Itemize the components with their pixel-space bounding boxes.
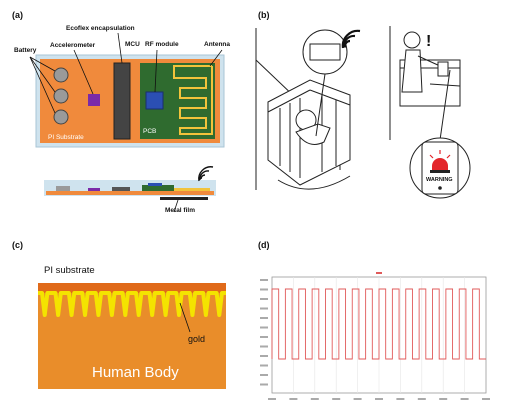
y-tick-label	[260, 288, 268, 291]
y-tick-label	[260, 383, 268, 386]
battery-cell	[53, 67, 69, 83]
x-tick-label	[460, 398, 469, 400]
panel-c-label: (c)	[12, 240, 23, 250]
y-tick-label	[260, 364, 268, 367]
alert-exclamation: !	[426, 33, 431, 50]
metal-film	[160, 197, 208, 200]
y-tick-label	[260, 336, 268, 338]
y-tick-label	[260, 279, 268, 281]
panel-a-device-diagram: Battery Accelerometer Ecoflex encapsulat…	[14, 25, 230, 214]
y-tick-label	[260, 355, 268, 357]
panel-d-signal-chart	[260, 272, 490, 400]
x-tick-label	[289, 398, 298, 400]
panel-d-label: (d)	[258, 240, 270, 250]
side-view-substrate	[46, 191, 214, 195]
battery-label: Battery	[14, 47, 37, 54]
y-tick-label	[260, 374, 268, 376]
x-tick-label	[439, 398, 448, 400]
x-tick-label	[268, 398, 276, 400]
y-tick-label	[260, 345, 268, 348]
panel-a-label: (a)	[12, 10, 23, 20]
mcu-label: MCU	[125, 41, 140, 48]
panel-c-cross-section: PI substrate gold Human Body	[38, 265, 226, 389]
battery-cell	[53, 88, 69, 104]
signal-series-line	[271, 288, 486, 360]
x-tick-label	[353, 398, 362, 400]
pi-substrate-label: PI Substrate	[48, 134, 84, 141]
x-tick-label	[396, 398, 405, 400]
legend-marker	[376, 272, 382, 274]
rf-module-label: RF module	[145, 41, 179, 48]
metal-film-label: Metal film	[165, 207, 195, 214]
y-tick-label	[260, 326, 268, 329]
panel-b-monitoring-illustration: ! WARNING	[255, 26, 471, 199]
encapsulation-label: Ecoflex encapsulation	[66, 25, 135, 32]
x-tick-label	[375, 398, 383, 400]
gold-layer	[38, 291, 226, 317]
human-body-label: Human Body	[92, 364, 179, 381]
mcu-chip	[113, 62, 131, 140]
x-tick-label	[310, 398, 319, 400]
antenna-label: Antenna	[204, 41, 230, 48]
wireless-signal-icon	[198, 166, 214, 182]
x-tick-label	[417, 398, 426, 400]
panel-b-label: (b)	[258, 10, 270, 20]
accelerometer-chip	[88, 94, 100, 106]
pcb-label: PCB	[143, 128, 156, 135]
accelerometer-label: Accelerometer	[50, 42, 96, 49]
x-tick-label	[332, 398, 341, 400]
pi-substrate-title: PI substrate	[44, 265, 95, 276]
alarm-light-icon	[432, 158, 448, 170]
battery-cell	[53, 109, 69, 125]
warning-text: WARNING	[426, 177, 453, 183]
y-tick-label	[260, 298, 268, 300]
y-tick-label	[260, 317, 268, 319]
pi-substrate-layer	[38, 283, 226, 293]
x-tick-label	[482, 398, 490, 400]
antenna-trace	[173, 65, 213, 135]
rf-module	[145, 91, 164, 110]
gold-label: gold	[188, 334, 205, 344]
y-tick-label	[260, 307, 268, 310]
